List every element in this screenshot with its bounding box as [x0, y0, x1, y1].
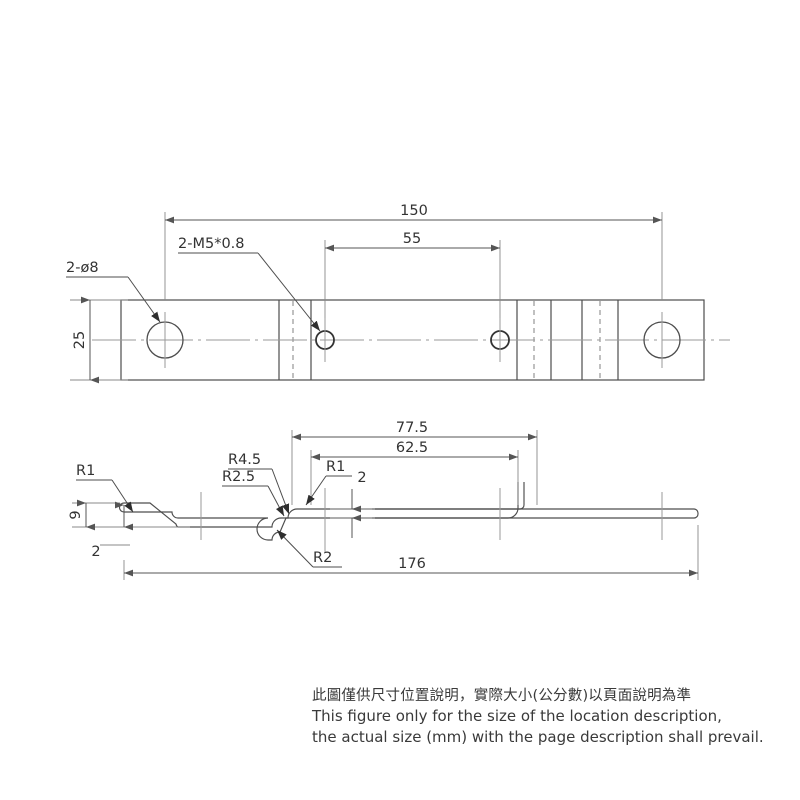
leader-line-thread: [257, 252, 321, 332]
note-line-en-2: the actual size (mm) with the page descr…: [312, 727, 764, 746]
leader-line-r1-left: [111, 479, 134, 513]
radius-label-r2-5: R2.5: [222, 469, 255, 485]
footer-note: 此圖僅供尺寸位置說明，實際大小(公分數)以頁面說明為準 This figure …: [312, 686, 782, 747]
top-view-geometry: [92, 299, 730, 381]
callout-hole-label: 2-ø8: [66, 260, 99, 276]
radius-label-r1-right: R1: [326, 459, 345, 475]
profile-upper-edge: [124, 482, 525, 528]
radius-label-r4-5: R4.5: [228, 452, 261, 468]
note-line-en-1: This figure only for the size of the loc…: [312, 707, 722, 725]
dim-label-2-left: 2: [91, 544, 100, 560]
top-view-dimensions: 150 55 25 2-ø8 2-M5*0.8: [66, 203, 663, 384]
leader-line-r1-right: [305, 475, 327, 506]
radius-label-r1-left: R1: [76, 463, 95, 479]
dim-label-150: 150: [400, 203, 428, 219]
dim-label-55: 55: [403, 231, 421, 247]
note-line-cjk: 此圖僅供尺寸位置說明，實際大小(公分數)以頁面說明為準: [312, 688, 692, 704]
profile-right-band: [372, 508, 699, 519]
callout-thread-label: 2-M5*0.8: [178, 236, 245, 252]
radius-label-r2: R2: [313, 550, 332, 566]
leader-line-r4-5: [271, 468, 290, 515]
dim-label-2-right: 2: [357, 470, 366, 486]
profile-left-tip: [118, 502, 125, 513]
profile-lower-edge: [124, 482, 519, 541]
leader-line-r2: [276, 529, 314, 568]
dim-label-62-5: 62.5: [396, 440, 428, 456]
dim-label-77-5: 77.5: [396, 420, 428, 436]
leader-line-r2-5: [267, 485, 285, 517]
dim-label-25: 25: [72, 331, 88, 349]
side-view-geometry: [118, 482, 699, 552]
side-view-dimensions: 77.5 62.5 176 9 2: [68, 420, 699, 580]
leader-line-hole: [127, 276, 161, 323]
dim-label-9: 9: [68, 510, 84, 519]
dim-label-176: 176: [398, 556, 426, 572]
